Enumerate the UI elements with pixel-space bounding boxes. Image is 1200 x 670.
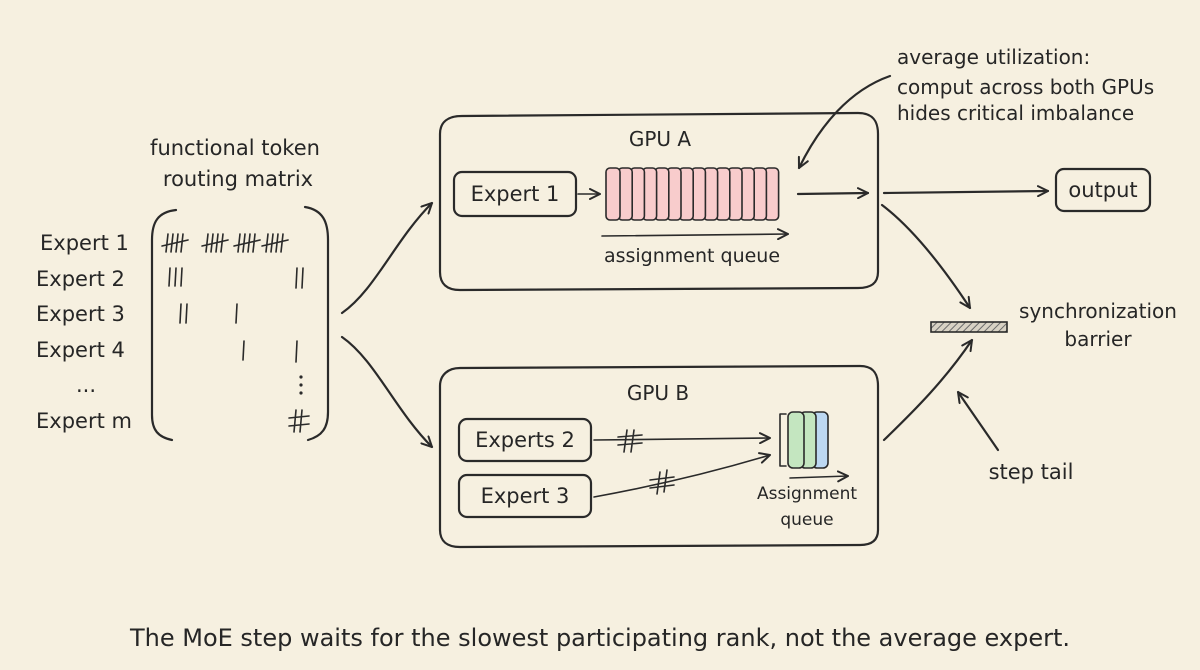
annotation-arrow [797,74,892,170]
gpu-a-to-output-arrow [882,185,1050,198]
route-arrow-to-gpu-b [340,335,434,449]
annotation-line2: comput across both GPUs [897,75,1154,99]
matrix-title-line2: routing matrix [163,167,313,191]
barrier-label-line1: synchronization [1019,299,1177,323]
tally-row-expert-4 [242,340,298,363]
output-box [1054,167,1152,213]
route-arrow-to-gpu-a [340,201,434,315]
gpu-a-assignment-queue [605,167,780,221]
gpu-b-queue-bracket [779,413,787,467]
gpu-b-assignment-queue [787,411,829,469]
matrix-row-label: Expert 3 [36,302,125,326]
output-label: output [1068,178,1137,202]
matrix-right-bracket [303,205,330,442]
gpu-a-title: GPU A [629,127,692,151]
gpu-a-expert-1-label: Expert 1 [471,182,560,206]
tally-row-expert-3 [179,303,238,324]
annotation-line3: hides critical imbalance [897,101,1134,125]
gpu-a-expert-1-box [452,170,578,218]
matrix-left-bracket [150,208,178,442]
utilization-annotation: average utilization: comput across both … [797,45,1154,170]
gpu-b-experts-2-box [457,417,593,463]
gpu-b-to-barrier-arrow [882,338,974,442]
gpu-a-queue-label: assignment queue [604,245,780,267]
routing-matrix: functional token routing matrix Expert 1… [36,136,330,442]
gpu-b-queue-direction-arrow [789,470,849,483]
step-tail-arrow [956,390,1000,452]
queue-slot [605,167,621,221]
synchronization-barrier [930,321,1008,333]
gpu-b-title: GPU B [627,381,689,405]
matrix-row-label: Expert 2 [36,267,125,291]
queue-to-edge-arrow [796,187,870,200]
matrix-row-label: Expert 4 [36,338,125,362]
stall-mark-expert-3 [649,469,675,495]
queue-direction-arrow [601,228,789,241]
matrix-title-line1: functional token [150,136,320,160]
gpu-a-to-barrier-arrow [880,203,972,310]
caption: The MoE step waits for the slowest parti… [129,624,1070,652]
gpu-b-panel: GPU B Experts 2 Expert 3 Assignment queu… [438,364,880,549]
matrix-row-label: Expert 1 [40,231,129,255]
barrier-label-line2: barrier [1064,327,1132,351]
stall-mark-experts-2 [617,429,643,453]
gpu-b-queue-label-line1: Assignment [757,484,857,504]
tally-row-expert-m [288,409,310,433]
annotation-line1: average utilization: [897,45,1090,69]
matrix-row-label: Expert m [36,409,132,433]
gpu-a-panel: GPU A Expert 1 assignment queue [438,111,880,292]
experts-2-to-queue-arrow [593,432,771,445]
gpu-b-expert-3-label: Expert 3 [481,484,570,508]
tally-row-expert-1 [161,233,289,253]
expert-3-to-queue-arrow [593,452,771,498]
queue-slot [787,411,805,469]
step-tail-label: step tail [989,460,1074,484]
matrix-row-label: ... [76,373,96,397]
tally-row-expert-2 [168,267,304,289]
tally-row-ellipsis [299,375,303,395]
gpu-b-expert-3-box [457,473,593,519]
gpu-b-experts-2-label: Experts 2 [475,428,575,452]
gpu-b-queue-label-line2: queue [780,510,833,530]
